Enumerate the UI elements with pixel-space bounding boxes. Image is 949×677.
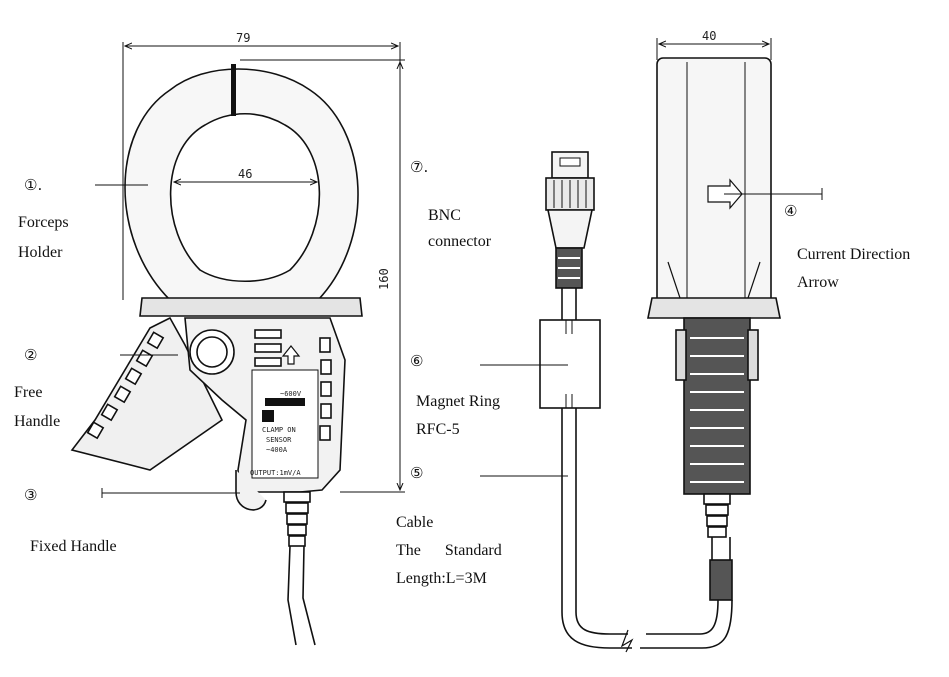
jaw-inner	[169, 112, 321, 283]
callout-4-marker: ④	[784, 202, 798, 220]
callout-2-marker: ②	[24, 346, 38, 364]
handle-print-1: ~600V	[280, 390, 302, 398]
label-line: Current Direction	[797, 246, 911, 263]
clamp-cable-right	[302, 545, 316, 646]
dim-width-right: 40	[702, 29, 716, 43]
leader-lines	[95, 184, 823, 498]
label-forceps-holder: Forceps Holder	[18, 212, 69, 264]
label-line: Holder	[18, 244, 63, 261]
label-line: Forceps	[18, 214, 69, 231]
label-line: Handle	[14, 413, 61, 430]
label-free-handle: Free Handle	[14, 382, 60, 433]
label-cable: Cable The Standard Length:L=3M	[396, 512, 502, 590]
dim-width-left: 79	[236, 31, 250, 45]
callout-5-marker: ⑤	[410, 464, 424, 482]
clamp-side-view	[647, 57, 781, 601]
callout-7-marker: ⑦.	[410, 158, 429, 176]
label-current-direction-arrow: Current Direction Arrow	[797, 244, 910, 294]
handle-print-4: ~400A	[266, 446, 288, 454]
free-handle-grips	[86, 331, 165, 440]
dimension-lines-right	[656, 38, 772, 60]
callout-1-marker: ①.	[24, 176, 43, 194]
label-line: Cable	[396, 514, 434, 531]
dim-inner-diameter: 46	[238, 167, 252, 181]
fixed-handle-foot	[235, 470, 267, 511]
label-bnc-connector: BNC connector	[428, 205, 491, 253]
handle-up-arrow	[281, 345, 301, 365]
label-line: RFC-5	[416, 421, 460, 438]
handle-print-5: OUTPUT:1mV/A	[250, 469, 301, 477]
label-magnet-ring: Magnet Ring RFC-5	[416, 391, 500, 441]
clamp-collar	[139, 297, 363, 317]
pivot-ring-inner	[196, 336, 228, 368]
cable-assembly	[539, 151, 733, 653]
clamp-cable-left	[287, 545, 297, 646]
fixed-handle-grips	[254, 329, 332, 441]
handle-print-2: CLAMP ON	[262, 426, 296, 434]
label-line: Magnet Ring	[416, 393, 500, 410]
dim-height: 160	[377, 268, 391, 290]
handle-safety-icon	[262, 410, 274, 422]
handle-print-3: SENSOR	[266, 436, 292, 444]
side-jaw	[656, 57, 772, 311]
callout-6-marker: ⑥	[410, 352, 424, 370]
label-line: The Standard	[396, 542, 502, 559]
label-line: connector	[428, 233, 492, 250]
clamp-front-view	[70, 64, 363, 646]
jaw-split	[231, 64, 236, 116]
label-line: Free	[14, 384, 43, 401]
handle-black-bar	[265, 398, 305, 406]
dimension-lines-left	[122, 42, 405, 493]
side-collar	[647, 297, 781, 319]
magnet-ring	[539, 319, 601, 409]
label-line: BNC	[428, 207, 461, 224]
side-cable-sleeve	[709, 559, 733, 601]
bnc-taper	[547, 209, 593, 249]
clamp-strain-relief	[283, 491, 311, 547]
side-handle	[683, 317, 751, 495]
label-line: Arrow	[797, 274, 839, 291]
label-line: Length:L=3M	[396, 570, 487, 587]
label-fixed-handle: Fixed Handle	[30, 538, 117, 555]
callout-3-marker: ③	[24, 486, 38, 504]
handle-label-panel	[251, 369, 319, 479]
